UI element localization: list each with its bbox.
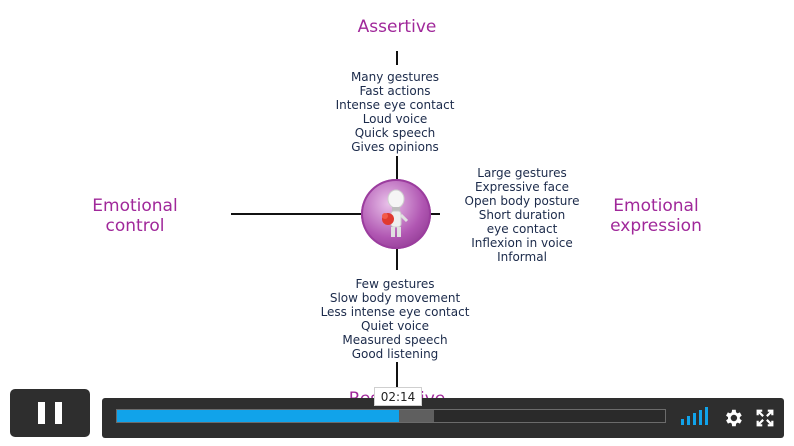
list-item: Intense eye contact (335, 98, 455, 112)
heading-emotional-expression: Emotional expression (586, 196, 726, 236)
volume-bar (693, 413, 696, 425)
lightbulb-figure-icon (361, 179, 431, 249)
axis-line-lower (396, 248, 398, 270)
list-item: Fast actions (359, 84, 431, 98)
volume-bar (681, 419, 684, 425)
pause-icon-bar (55, 402, 62, 424)
volume-bars-icon[interactable] (681, 407, 711, 425)
axis-line-upper (396, 156, 398, 184)
heading-emotional-control-line1: Emotional (92, 196, 178, 216)
list-item: Quiet voice (360, 319, 430, 333)
list-item: Good listening (351, 347, 439, 361)
list-item: Slow body movement (329, 291, 461, 305)
list-item: Gives opinions (351, 140, 439, 154)
list-item: Less intense eye contact (320, 305, 470, 319)
axis-line-bottom (396, 362, 398, 392)
expression-traits-list: Large gestures Expressive face Open body… (422, 166, 622, 264)
list-item: Loud voice (362, 112, 428, 126)
list-item: Open body posture (464, 194, 580, 208)
gear-icon[interactable] (722, 407, 744, 429)
pause-icon (38, 402, 45, 424)
list-item: Measured speech (342, 333, 448, 347)
list-item: Few gestures (355, 277, 435, 291)
list-item: Short duration (478, 208, 566, 222)
volume-bar (687, 416, 690, 425)
axis-line-top (396, 51, 398, 65)
list-item: Large gestures (477, 166, 567, 180)
list-item: Inflexion in voice (471, 236, 573, 250)
assertive-traits-list: Many gestures Fast actions Intense eye c… (295, 70, 495, 154)
volume-bar (699, 410, 702, 425)
axis-line-right (430, 213, 440, 215)
list-item: Many gestures (350, 70, 440, 84)
lightbulb-figure-graphic (382, 189, 409, 237)
axis-line-left (231, 213, 363, 215)
list-item: Quick speech (354, 126, 436, 140)
heading-assertive: Assertive (357, 17, 437, 37)
time-tooltip: 02:14 (374, 387, 422, 406)
heading-emotional-control: Emotional control (65, 196, 205, 236)
heading-emotional-control-line2: control (105, 216, 165, 236)
list-item: Informal (497, 250, 547, 264)
list-item: eye contact (486, 222, 558, 236)
heading-emotional-expression-line2: expression (610, 216, 702, 236)
fullscreen-icon[interactable] (754, 407, 776, 429)
player-control-bar (102, 398, 784, 438)
progress-scrubber[interactable] (116, 409, 666, 423)
progress-played (117, 410, 400, 422)
responsive-traits-list: Few gestures Slow body movement Less int… (295, 277, 495, 361)
list-item: Expressive face (474, 180, 570, 194)
volume-bar (705, 407, 708, 425)
pause-button[interactable] (10, 389, 90, 437)
heading-emotional-expression-line1: Emotional (613, 196, 699, 216)
